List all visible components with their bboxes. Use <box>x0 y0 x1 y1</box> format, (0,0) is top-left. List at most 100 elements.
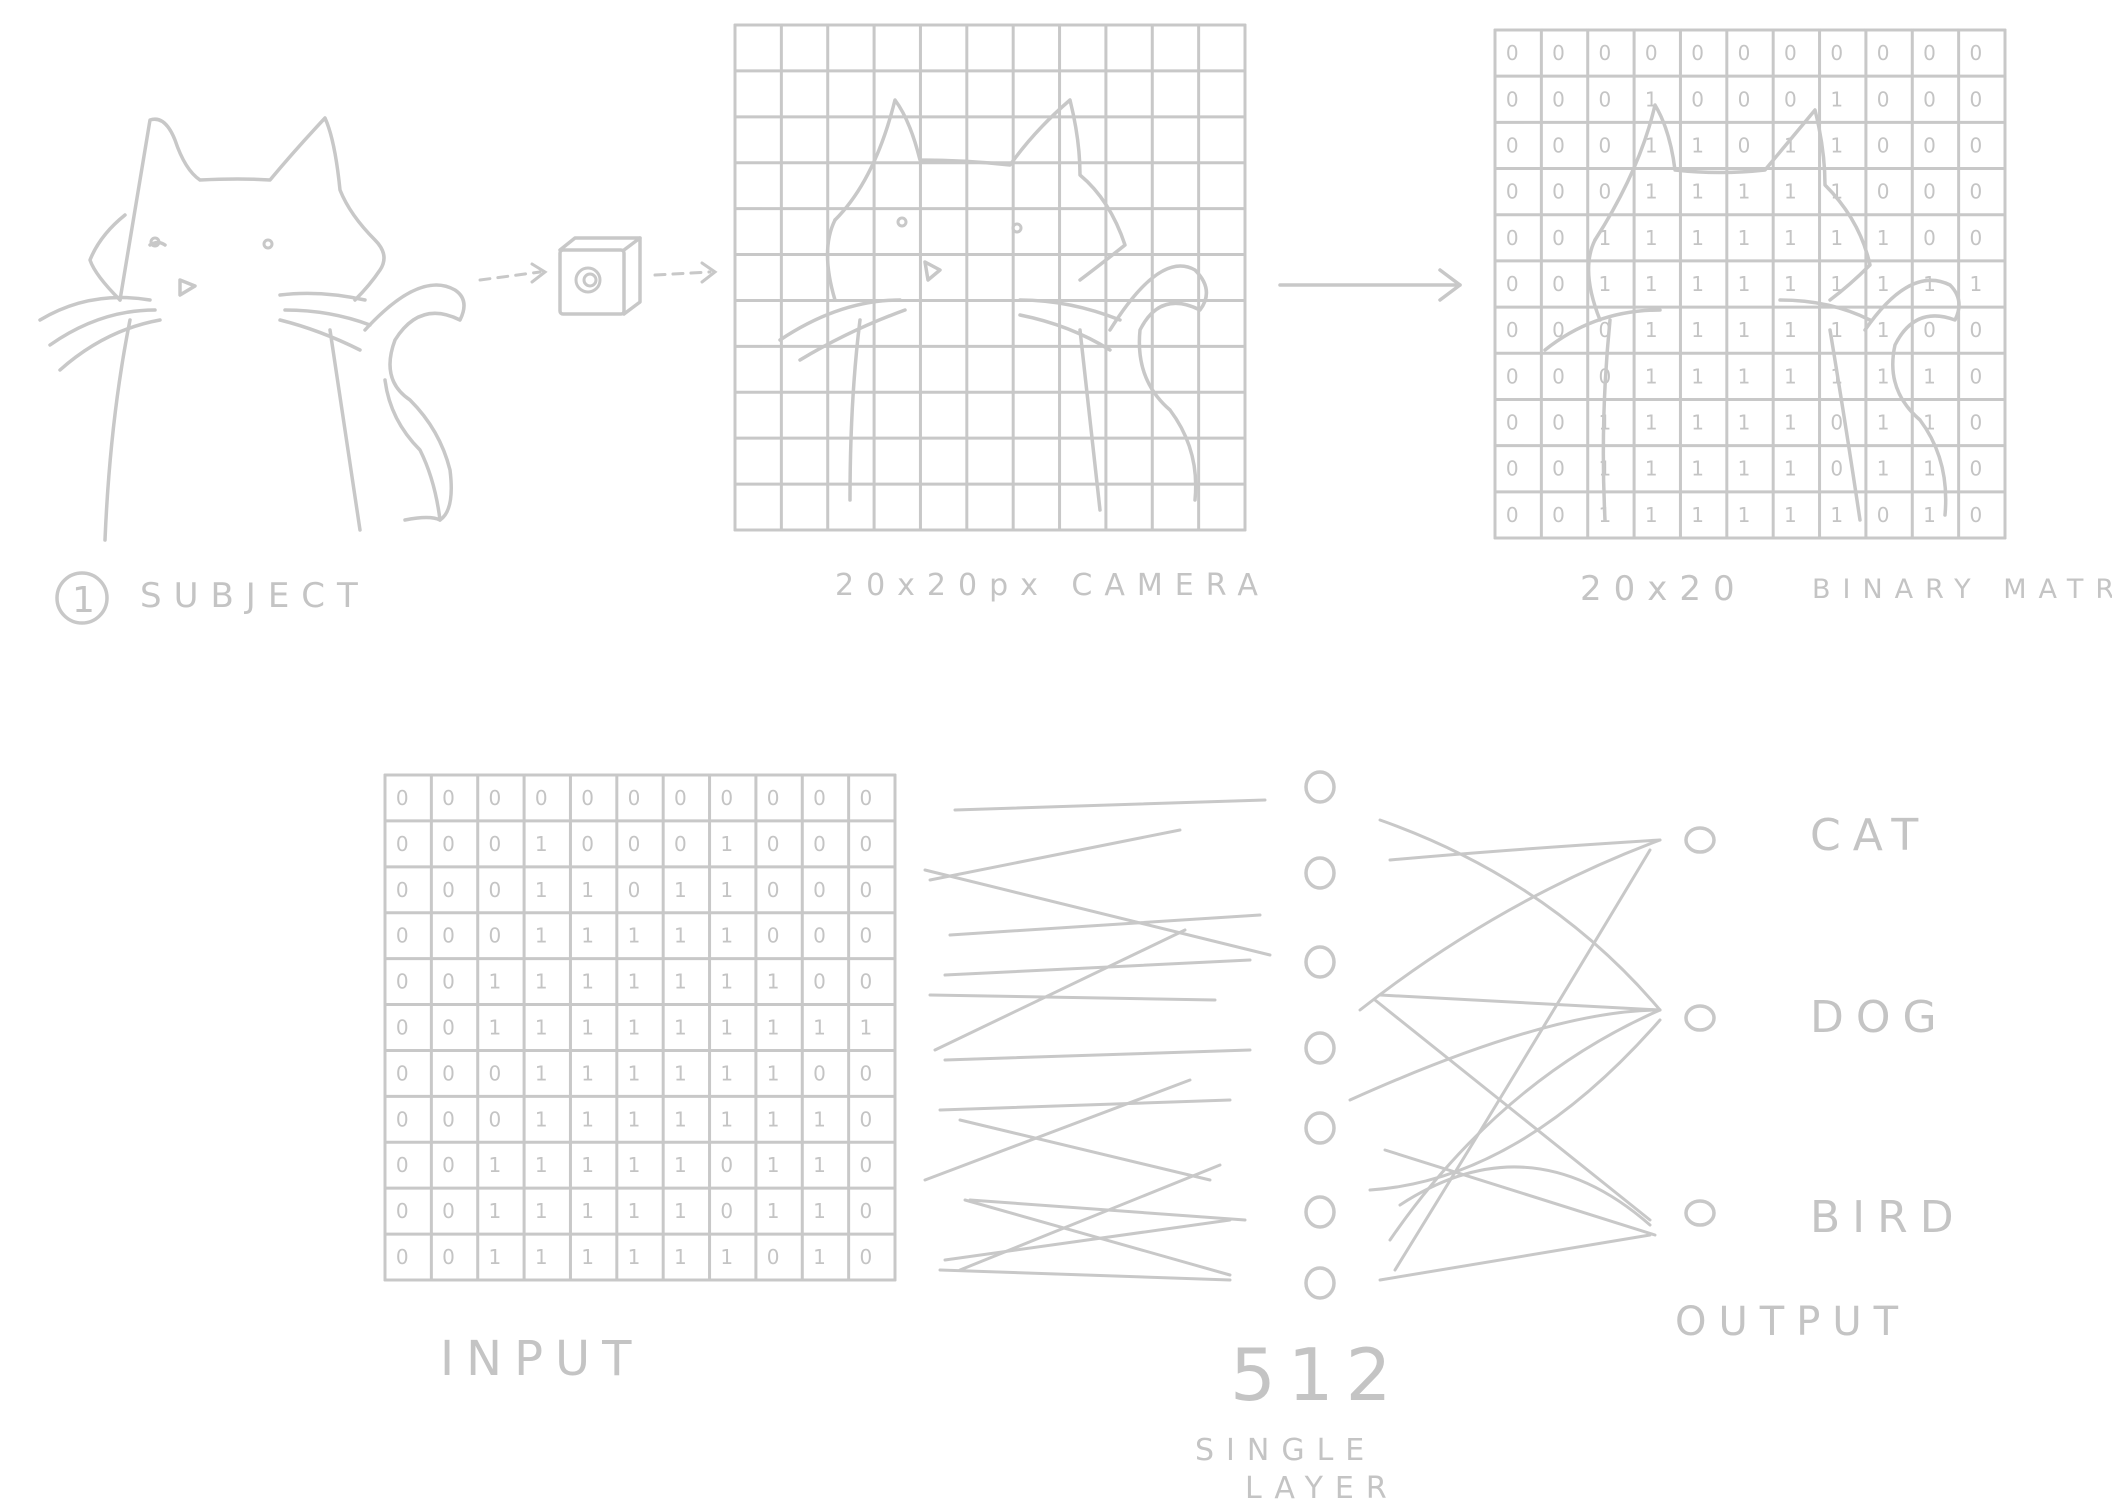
matrix-cell: 0 <box>489 786 514 810</box>
matrix-cell: 0 <box>1506 503 1531 527</box>
matrix-cell: 0 <box>1877 41 1902 65</box>
matrix-cell: 1 <box>1784 180 1809 204</box>
matrix-cell: 1 <box>1877 364 1902 388</box>
matrix-cell: 1 <box>535 1016 560 1040</box>
matrix-cell: 0 <box>1877 180 1902 204</box>
matrix-cell: 0 <box>1877 503 1902 527</box>
matrix-cell: 1 <box>674 1245 699 1269</box>
matrix-cell: 0 <box>535 786 560 810</box>
matrix-cell: 0 <box>1877 133 1902 157</box>
matrix-cell: 0 <box>813 832 838 856</box>
matrix-cell: 1 <box>1877 272 1902 296</box>
output-label: OUTPUT <box>1675 1299 1910 1345</box>
matrix-cell: 0 <box>813 1061 838 1085</box>
matrix-cell: 0 <box>1830 411 1855 435</box>
matrix-cell: 1 <box>1645 272 1670 296</box>
matrix-cell: 0 <box>1552 133 1577 157</box>
matrix-cell: 0 <box>1552 41 1577 65</box>
matrix-cell: 0 <box>396 1153 421 1177</box>
hidden-node <box>1304 1031 1336 1065</box>
matrix-cell: 1 <box>674 878 699 902</box>
matrix-cell: 0 <box>1923 180 1948 204</box>
matrix-cell: 0 <box>442 832 467 856</box>
matrix-cell: 0 <box>442 786 467 810</box>
matrix-cell: 0 <box>1552 272 1577 296</box>
hidden-node <box>1304 770 1336 804</box>
arrow-to-matrix <box>1278 268 1462 302</box>
matrix-cell: 1 <box>674 1016 699 1040</box>
matrix-cell: 0 <box>1599 133 1624 157</box>
matrix-cell: 1 <box>1645 318 1670 342</box>
matrix-cell: 1 <box>1830 133 1855 157</box>
matrix-cell: 1 <box>1691 180 1716 204</box>
matrix-cell: 1 <box>1691 457 1716 481</box>
output-node-bird <box>1684 1199 1716 1227</box>
matrix-cell: 1 <box>628 1061 653 1085</box>
matrix-cell: 0 <box>1923 226 1948 250</box>
matrix-cell: 1 <box>1877 226 1902 250</box>
matrix-cell: 0 <box>1969 226 1994 250</box>
matrix-cell: 1 <box>1830 272 1855 296</box>
matrix-cell: 1 <box>720 832 745 856</box>
matrix-cell: 1 <box>1691 503 1716 527</box>
matrix-cell: 1 <box>628 970 653 994</box>
matrix-cell: 0 <box>442 970 467 994</box>
matrix-cell: 0 <box>489 1061 514 1085</box>
matrix-cell: 0 <box>1552 503 1577 527</box>
matrix-cell: 0 <box>767 786 792 810</box>
matrix-cell: 1 <box>1738 226 1763 250</box>
matrix-cell: 0 <box>1506 457 1531 481</box>
matrix-cell: 0 <box>1738 133 1763 157</box>
matrix-cell: 0 <box>1552 180 1577 204</box>
matrix-cell: 0 <box>1830 457 1855 481</box>
matrix-cell: 1 <box>535 1107 560 1131</box>
hidden-node <box>1304 1266 1336 1300</box>
matrix-cell: 1 <box>767 1107 792 1131</box>
matrix-cell: 1 <box>628 1153 653 1177</box>
matrix-cell: 0 <box>442 924 467 948</box>
matrix-cell: 0 <box>1969 457 1994 481</box>
matrix-cell: 1 <box>581 1107 606 1131</box>
matrix-cell: 1 <box>813 1016 838 1040</box>
matrix-cell: 0 <box>674 832 699 856</box>
matrix-cell: 0 <box>813 970 838 994</box>
matrix-cell: 1 <box>1738 180 1763 204</box>
matrix-cell: 1 <box>1691 133 1716 157</box>
matrix-cell: 0 <box>489 924 514 948</box>
matrix-cell: 0 <box>442 1016 467 1040</box>
matrix-cell: 0 <box>859 1199 884 1223</box>
matrix-cell: 1 <box>813 1245 838 1269</box>
matrix-cell: 1 <box>720 970 745 994</box>
matrix-cell: 0 <box>720 1199 745 1223</box>
matrix-cell: 0 <box>859 786 884 810</box>
matrix-cell: 1 <box>1645 133 1670 157</box>
matrix-cell: 1 <box>581 1245 606 1269</box>
matrix-cell: 1 <box>720 1061 745 1085</box>
matrix-cell: 1 <box>1599 503 1624 527</box>
matrix-cell: 1 <box>489 1199 514 1223</box>
matrix-cell: 0 <box>1691 87 1716 111</box>
matrix-cell: 0 <box>628 832 653 856</box>
matrix-cell: 0 <box>1969 411 1994 435</box>
matrix-cell: 0 <box>396 878 421 902</box>
matrix-cell: 1 <box>1645 411 1670 435</box>
matrix-cell: 1 <box>813 1153 838 1177</box>
matrix-cell: 0 <box>1599 87 1624 111</box>
matrix-cell: 0 <box>813 786 838 810</box>
matrix-cell: 0 <box>396 1107 421 1131</box>
matrix-cell: 1 <box>535 1245 560 1269</box>
matrix-cell: 0 <box>859 878 884 902</box>
matrix-cell: 0 <box>674 786 699 810</box>
matrix-cell: 0 <box>1969 133 1994 157</box>
matrix-cell: 0 <box>1552 457 1577 481</box>
matrix-cell: 1 <box>581 970 606 994</box>
matrix-cell: 1 <box>535 1199 560 1223</box>
matrix-cell: 1 <box>1738 364 1763 388</box>
matrix-cell: 1 <box>581 1016 606 1040</box>
matrix-cell: 0 <box>1506 87 1531 111</box>
step-number-circle <box>55 571 109 625</box>
camera-icon <box>478 236 718 316</box>
matrix-cell: 1 <box>813 1107 838 1131</box>
matrix-cell: 0 <box>396 1016 421 1040</box>
